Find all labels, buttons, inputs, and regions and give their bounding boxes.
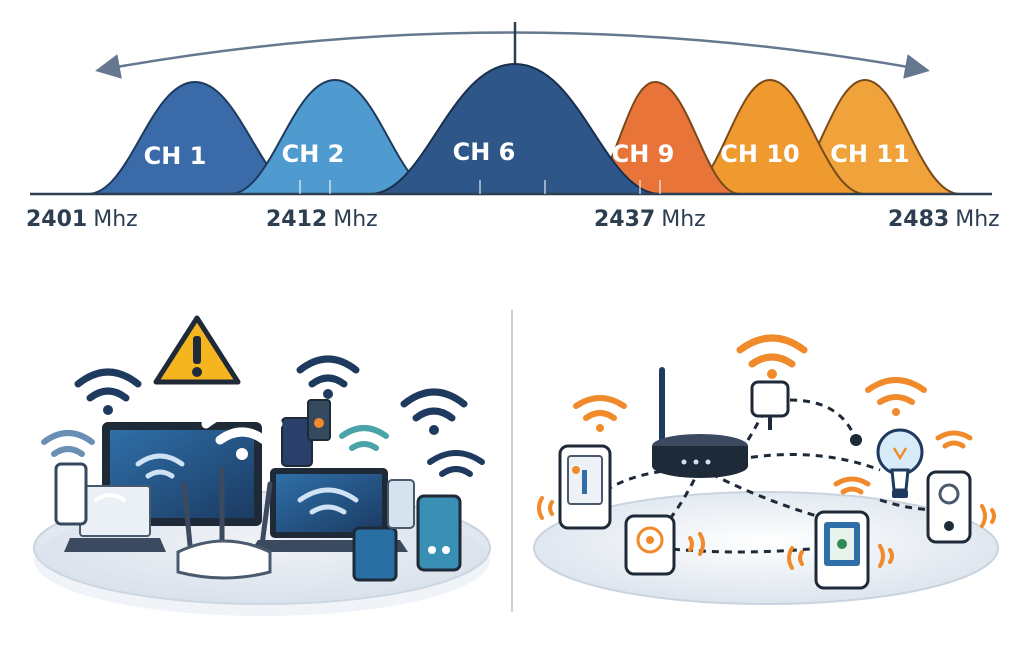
channel-curve-ch6 xyxy=(369,62,661,195)
channel-label-ch2: CH 2 xyxy=(282,140,345,168)
smart-home-panel xyxy=(533,334,999,605)
channel-label-ch1: CH 1 xyxy=(144,142,207,170)
smartphone-icon xyxy=(54,462,88,526)
camera-icon xyxy=(926,470,972,544)
wifi-signal-icon xyxy=(41,355,485,515)
smartphone-icon xyxy=(416,494,462,572)
wifi-signal-icon xyxy=(537,334,996,570)
channel-label-ch11: CH 11 xyxy=(830,140,909,168)
router-icon xyxy=(176,467,273,580)
congested-network-panel xyxy=(33,315,491,616)
router-icon xyxy=(652,367,748,478)
tablet-icon xyxy=(352,526,398,582)
thermostat-icon xyxy=(814,510,870,590)
smart-switch-icon xyxy=(558,444,612,530)
light-bulb-icon xyxy=(876,428,924,498)
channel-label-ch9: CH 9 xyxy=(612,140,675,168)
range-arrow xyxy=(95,31,930,79)
laptop-icon xyxy=(250,468,408,552)
axis-ticks xyxy=(299,180,661,194)
warning-icon xyxy=(153,315,241,385)
smart-plug-icon xyxy=(750,380,790,430)
channel-label-ch10: CH 10 xyxy=(720,140,799,168)
smart-outlet-icon xyxy=(624,514,676,576)
tablet-icon xyxy=(281,417,313,467)
channel-label-ch6: CH 6 xyxy=(453,138,516,166)
channel-curve-ch10 xyxy=(679,78,866,195)
